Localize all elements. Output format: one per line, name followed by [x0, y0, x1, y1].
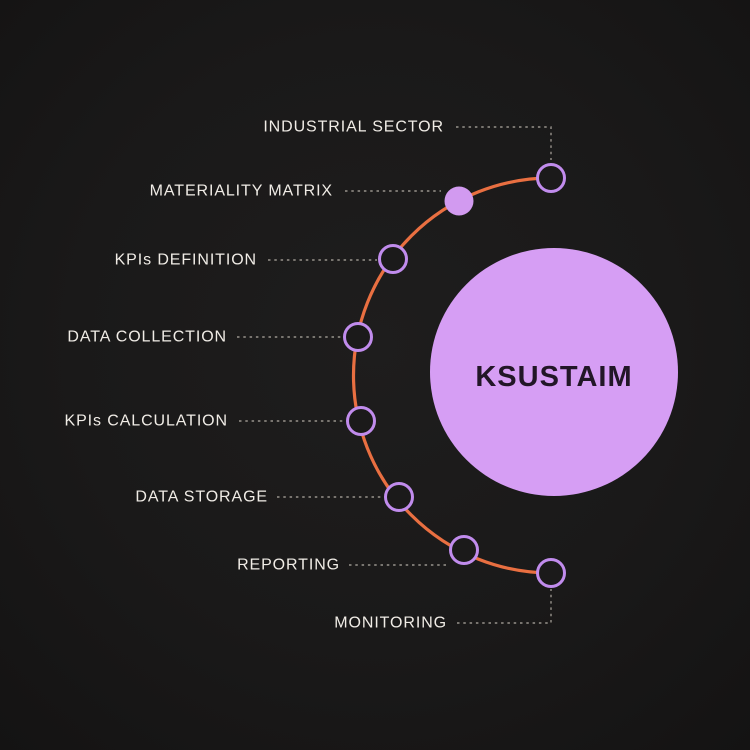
- step-kpis-definition: KPIs DEFINITION: [115, 244, 408, 274]
- step-monitoring: MONITORING: [334, 558, 566, 632]
- node-industrial-sector: [536, 163, 566, 193]
- step-industrial-sector: INDUSTRIAL SECTOR: [263, 119, 566, 193]
- step-materiality-matrix: MATERIALITY MATRIX: [150, 183, 474, 216]
- node-data-collection: [343, 322, 373, 352]
- step-reporting: REPORTING: [237, 535, 479, 574]
- node-kpis-calculation: [346, 406, 376, 436]
- label-monitoring: MONITORING: [334, 615, 447, 632]
- label-industrial-sector: INDUSTRIAL SECTOR: [263, 119, 444, 136]
- node-materiality-matrix: [444, 186, 474, 216]
- node-reporting: [449, 535, 479, 565]
- label-kpis-definition: KPIs DEFINITION: [115, 252, 257, 269]
- label-data-collection: DATA COLLECTION: [67, 329, 227, 346]
- step-kpis-calculation: KPIs CALCULATION: [65, 406, 376, 436]
- hub-circle: [430, 248, 678, 496]
- connector-industrial-sector: [456, 126, 552, 160]
- step-data-storage: DATA STORAGE: [135, 482, 414, 512]
- node-monitoring: [536, 558, 566, 588]
- label-materiality-matrix: MATERIALITY MATRIX: [150, 183, 333, 200]
- label-kpis-calculation: KPIs CALCULATION: [65, 413, 228, 430]
- connector-monitoring: [457, 589, 552, 624]
- hub-title: KSUSTAIM: [475, 361, 632, 393]
- label-reporting: REPORTING: [237, 557, 340, 574]
- node-data-storage: [384, 482, 414, 512]
- label-data-storage: DATA STORAGE: [135, 489, 268, 506]
- node-kpis-definition: [378, 244, 408, 274]
- step-data-collection: DATA COLLECTION: [67, 322, 373, 352]
